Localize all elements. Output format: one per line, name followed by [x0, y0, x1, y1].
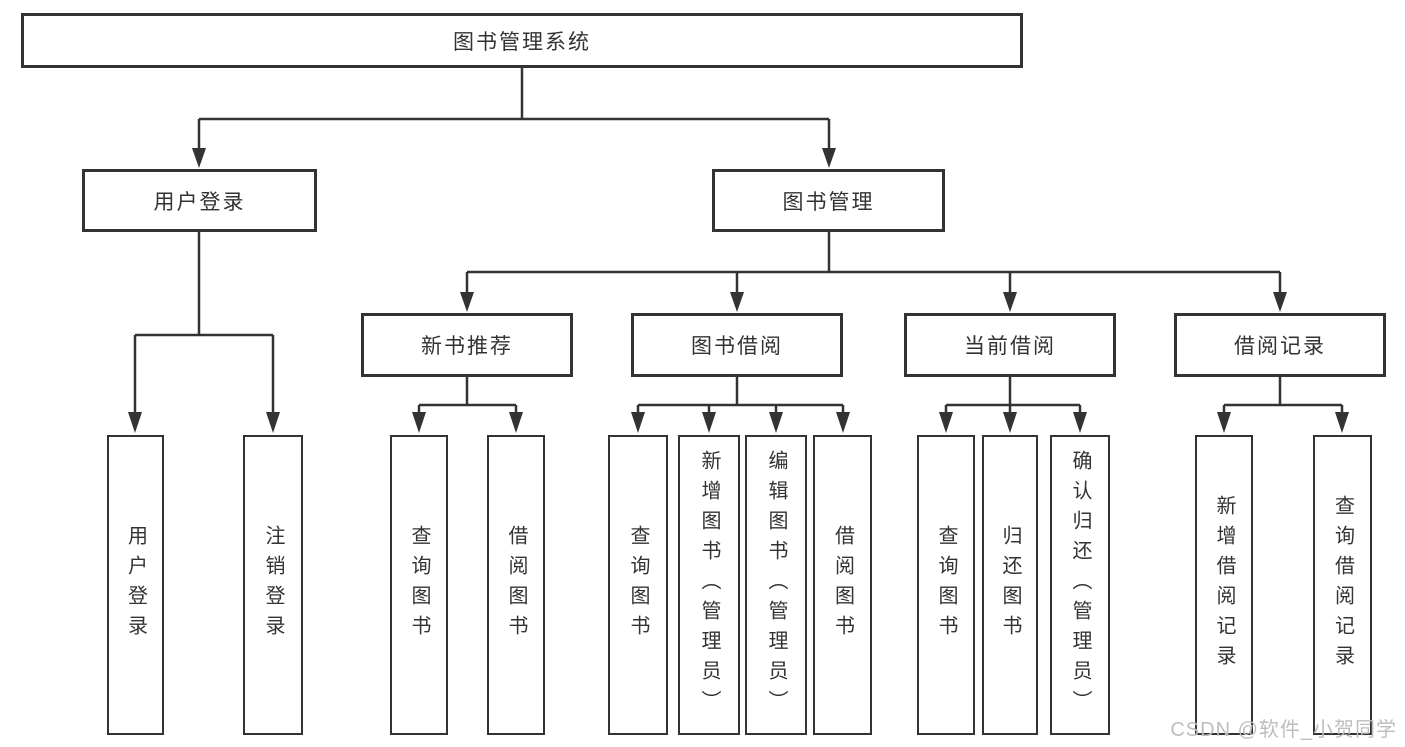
node-label: 新书推荐 [421, 335, 513, 358]
arrowhead [192, 148, 206, 168]
node-label: 借阅记录 [1234, 335, 1326, 358]
leaf-label: 查询图书 [627, 525, 649, 645]
leaf-query-book-recommend: 查询图书 [390, 435, 448, 735]
leaf-label: 查询图书 [408, 525, 430, 645]
arrowhead [460, 292, 474, 312]
arrowhead [939, 412, 953, 433]
arrowhead [266, 412, 280, 433]
leaf-label: 借阅图书 [505, 525, 527, 645]
leaf-query-book-borrow: 查询图书 [608, 435, 668, 735]
leaf-add-book-admin: 新增图书（管理员） [678, 435, 740, 735]
arrowhead [702, 412, 716, 433]
arrowhead [730, 292, 744, 312]
leaf-label: 归还图书 [999, 525, 1021, 645]
leaf-borrow-book: 借阅图书 [813, 435, 872, 735]
arrowhead [412, 412, 426, 433]
leaf-query-book-current: 查询图书 [917, 435, 975, 735]
leaf-add-borrow-record: 新增借阅记录 [1195, 435, 1253, 735]
leaf-query-borrow-record: 查询借阅记录 [1313, 435, 1372, 735]
node-borrow-record: 借阅记录 [1174, 313, 1386, 377]
node-book-borrow: 图书借阅 [631, 313, 843, 377]
leaf-edit-book-admin: 编辑图书（管理员） [745, 435, 807, 735]
arrowhead [1273, 292, 1287, 312]
arrowhead [1217, 412, 1231, 433]
node-label: 当前借阅 [964, 335, 1056, 358]
arrowhead [631, 412, 645, 433]
node-label: 用户登录 [153, 190, 246, 214]
arrowhead [128, 412, 142, 433]
arrowhead [509, 412, 523, 433]
leaf-label: 用户登录 [124, 525, 147, 645]
node-system-root: 图书管理系统 [21, 13, 1023, 68]
node-user-login: 用户登录 [82, 169, 317, 232]
node-label: 图书借阅 [691, 335, 783, 358]
leaf-return-book: 归还图书 [982, 435, 1038, 735]
leaf-label: 注销登录 [262, 525, 284, 645]
node-label: 图书管理系统 [453, 30, 591, 54]
arrowhead [1073, 412, 1087, 433]
arrowhead [1335, 412, 1349, 433]
arrowhead [1003, 412, 1017, 433]
leaf-user-login: 用户登录 [107, 435, 164, 735]
arrowhead [1003, 292, 1017, 312]
arrowhead [822, 148, 836, 168]
node-book-management: 图书管理 [712, 169, 945, 232]
leaf-label: 新增图书（管理员） [698, 450, 720, 720]
node-new-book-recommend: 新书推荐 [361, 313, 573, 377]
leaf-label: 查询图书 [935, 525, 957, 645]
arrowhead [836, 412, 850, 433]
leaf-label: 确认归还（管理员） [1069, 450, 1091, 720]
leaf-label: 编辑图书（管理员） [765, 450, 787, 720]
leaf-label: 新增借阅记录 [1213, 495, 1235, 675]
leaf-logout-login: 注销登录 [243, 435, 303, 735]
leaf-confirm-return-admin: 确认归还（管理员） [1050, 435, 1110, 735]
node-label: 图书管理 [782, 190, 875, 214]
leaf-label: 查询借阅记录 [1331, 495, 1354, 675]
csdn-watermark: CSDN @软件_小贺同学 [1170, 719, 1397, 741]
node-current-borrow: 当前借阅 [904, 313, 1116, 377]
arrowhead [769, 412, 783, 433]
leaf-borrow-book-recommend: 借阅图书 [487, 435, 545, 735]
leaf-label: 借阅图书 [831, 525, 854, 645]
